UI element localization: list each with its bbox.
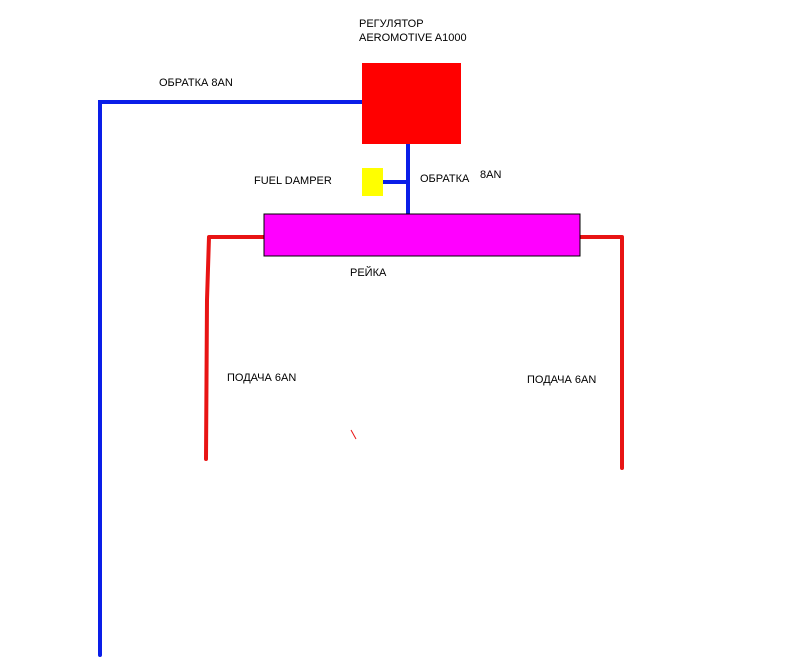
fuel-damper-label: FUEL DAMPER: [254, 175, 332, 187]
feed-line-right: [578, 235, 624, 470]
return-middle-label: ОБРАТКА: [420, 173, 470, 185]
feed-right-label: ПОДАЧА 6AN: [527, 374, 597, 386]
fuel-damper-box: [362, 168, 383, 196]
stray-mark: [350, 429, 357, 440]
return-middle-size-label: 8AN: [480, 169, 502, 181]
regulator-box: [362, 63, 461, 144]
return-line-left: [98, 100, 364, 657]
rail-label: РЕЙКА: [350, 267, 387, 279]
return-left-label: ОБРАТКА 8AN: [159, 77, 233, 89]
feed-left-label: ПОДАЧА 6AN: [227, 372, 297, 384]
feed-line-left: [204, 235, 266, 461]
regulator-label-line2: AEROMOTIVE A1000: [359, 32, 467, 44]
rail-box: [263, 213, 581, 257]
regulator-label-line1: РЕГУЛЯТОР: [359, 18, 424, 30]
